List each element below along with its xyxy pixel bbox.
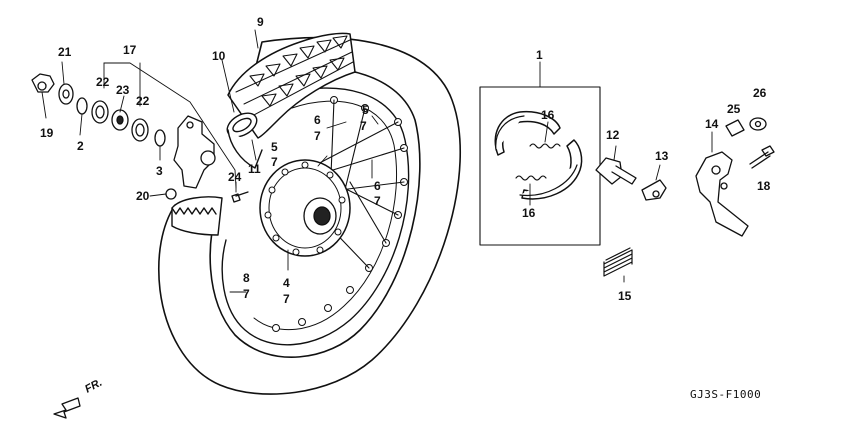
callout-16-lower: 16 xyxy=(522,206,536,220)
callout-25: 25 xyxy=(727,102,741,116)
wheel-assembly xyxy=(157,36,462,395)
callout-7-lower-right: 7 xyxy=(374,194,381,208)
callout-7-lower-left: 7 xyxy=(271,155,278,169)
callout-9: 9 xyxy=(257,15,264,29)
callout-15: 15 xyxy=(618,289,632,303)
callout-14: 14 xyxy=(705,117,719,131)
callout-21: 21 xyxy=(58,45,72,59)
brake-shoe-box xyxy=(479,61,601,246)
brake-arm xyxy=(695,131,749,237)
callout-7-upper-right: 7 xyxy=(360,119,367,133)
callout-7-upper-left: 7 xyxy=(314,129,321,143)
callout-12: 12 xyxy=(606,128,620,142)
callout-10: 10 xyxy=(212,49,226,63)
callout-26: 26 xyxy=(753,86,767,100)
callout-19: 19 xyxy=(40,126,54,140)
callout-7-rim-band: 7 xyxy=(243,287,250,301)
diagram-reference-code: GJ3S-F1000 xyxy=(690,388,762,401)
tyre xyxy=(157,36,462,395)
callout-16-upper: 16 xyxy=(541,108,555,122)
callout-24: 24 xyxy=(228,170,242,184)
callout-20: 20 xyxy=(136,189,150,203)
wear-indicator xyxy=(641,164,667,201)
front-direction-arrow xyxy=(53,397,81,419)
callout-7-hub: 7 xyxy=(283,292,290,306)
callout-5-lower: 5 xyxy=(271,140,278,154)
callout-11: 11 xyxy=(248,162,261,176)
callout-23: 23 xyxy=(116,83,130,97)
callout-17: 17 xyxy=(123,43,137,57)
callout-1: 1 xyxy=(536,48,543,62)
callout-2: 2 xyxy=(77,139,84,153)
rim-band xyxy=(171,196,223,236)
tyre-section xyxy=(227,32,356,139)
callout-6-lower: 6 xyxy=(374,179,381,193)
leader-lines xyxy=(41,29,379,293)
callout-18: 18 xyxy=(757,179,771,193)
callout-22-right: 22 xyxy=(136,94,150,108)
callout-4: 4 xyxy=(283,276,290,290)
rim-inner-edge xyxy=(221,87,410,346)
callout-22-left: 22 xyxy=(96,75,110,89)
arm-bolts xyxy=(725,117,775,169)
callout-6-upper: 6 xyxy=(314,113,321,127)
hub xyxy=(259,159,351,257)
callout-3: 3 xyxy=(156,164,163,178)
return-spring xyxy=(603,247,633,283)
brake-cam xyxy=(595,145,637,185)
callout-8: 8 xyxy=(243,271,250,285)
callout-5-upper: 5 xyxy=(362,103,369,117)
axle-parts xyxy=(31,73,249,203)
callout-13: 13 xyxy=(655,149,669,163)
rim-inner-edge-2 xyxy=(253,100,397,331)
tube-end xyxy=(226,112,263,169)
